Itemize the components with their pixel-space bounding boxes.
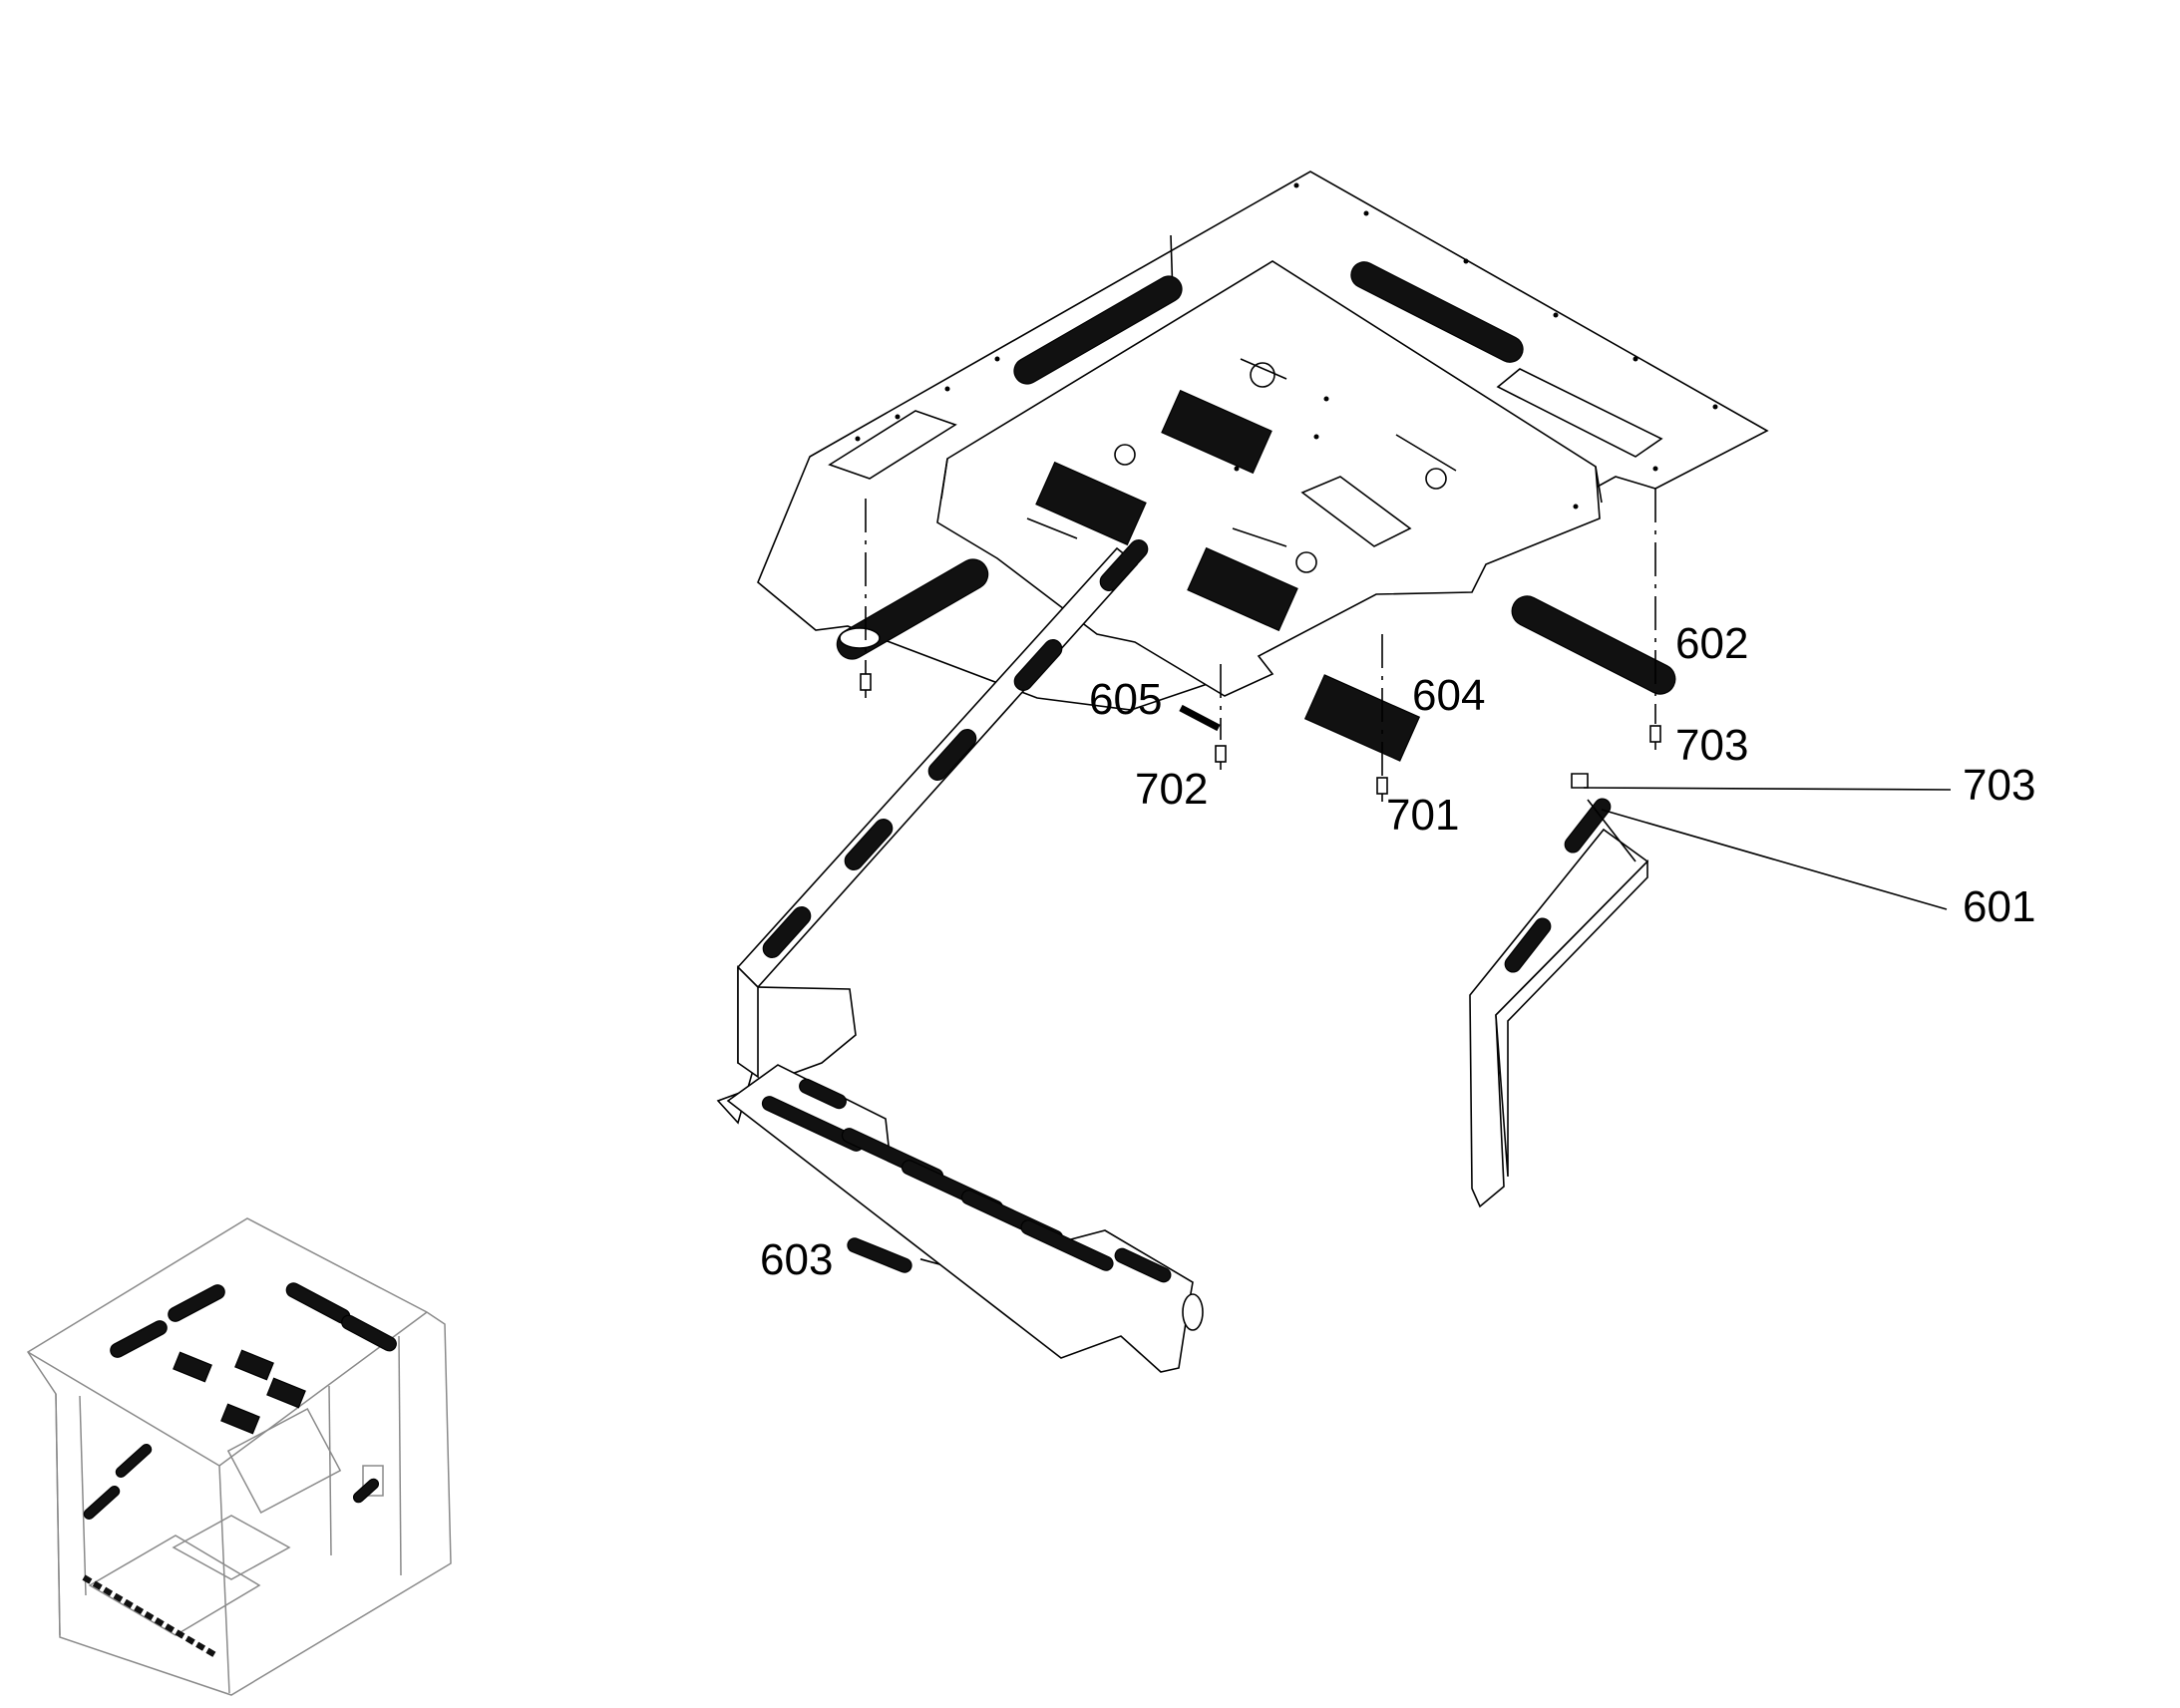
- right-pillar-duct: [1469, 798, 1649, 1208]
- left-pillar-duct: [716, 539, 1149, 1125]
- callout-701: 701: [1386, 791, 1460, 840]
- roof-panel: [757, 171, 1769, 711]
- callout-605: 605: [1089, 675, 1163, 724]
- callout-601: 601: [1963, 882, 2036, 931]
- cab-overview-thumbnail: [26, 1217, 452, 1696]
- callout-703-upper: 703: [1675, 721, 1749, 770]
- strip-605: [1179, 704, 1221, 732]
- leader-lines: [1583, 787, 1952, 910]
- callout-603: 603: [760, 1235, 834, 1284]
- callout-703-lower: 703: [1963, 761, 2036, 810]
- grille-604: [1303, 674, 1421, 762]
- side-vent-right: [1511, 595, 1676, 695]
- callout-702: 702: [1135, 765, 1209, 814]
- callout-602: 602: [1675, 619, 1749, 668]
- front-bottom-duct: [726, 1064, 1204, 1373]
- strip-603: [847, 1237, 912, 1273]
- screws: [860, 673, 1661, 802]
- callout-604: 604: [1412, 671, 1486, 720]
- side-vent-left: [836, 558, 989, 660]
